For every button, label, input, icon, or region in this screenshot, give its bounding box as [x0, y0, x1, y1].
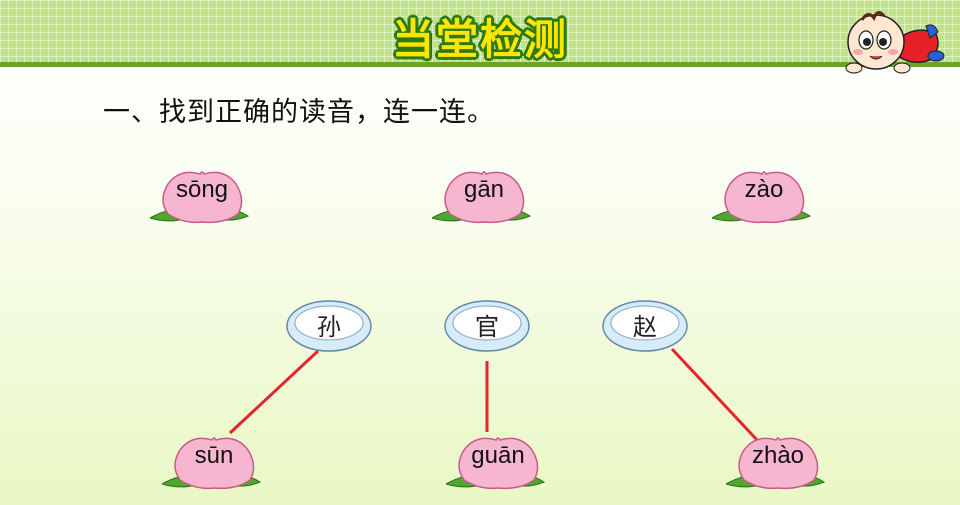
- bowl-icon: [286, 300, 372, 352]
- bowl-icon: [602, 300, 688, 352]
- peach-label: zào: [744, 176, 784, 203]
- bowl-character: 赵: [633, 313, 657, 341]
- bowl-character: 官: [475, 313, 499, 341]
- peach-icon: [726, 437, 826, 490]
- peach-icon: [446, 437, 546, 490]
- page-title: 当堂检测: [391, 15, 568, 64]
- peach-label: guān: [471, 442, 525, 469]
- peach-icon: [432, 171, 532, 224]
- answer-line-sun: [228, 349, 320, 435]
- bowl-character-guan[interactable]: 官: [442, 298, 532, 354]
- peach-label: gān: [463, 176, 505, 203]
- bowl-icon: [444, 300, 530, 352]
- peach-option-song[interactable]: sōng: [150, 166, 260, 230]
- peach-option-zhao[interactable]: zhào: [726, 432, 836, 496]
- bowl-character-sun[interactable]: 孙: [284, 298, 374, 354]
- peach-label: zhào: [751, 442, 805, 469]
- header-banner: [0, 0, 960, 62]
- peach-label: sūn: [194, 442, 234, 469]
- header-divider: [0, 62, 960, 67]
- cartoon-baby-mascot-icon: [838, 4, 948, 76]
- peach-option-gan[interactable]: gān: [432, 166, 542, 230]
- peach-option-guan[interactable]: guān: [446, 432, 556, 496]
- bowl-character-zhao[interactable]: 赵: [600, 298, 690, 354]
- peach-icon: [712, 171, 812, 224]
- question-instruction: 一、找到正确的读音，连一连。: [103, 97, 495, 128]
- bowl-character: 孙: [317, 313, 341, 341]
- peach-label: sōng: [175, 176, 229, 203]
- answer-line-zhao: [670, 347, 760, 443]
- peach-icon: [162, 437, 262, 490]
- peach-icon: [150, 171, 250, 224]
- peach-option-zao[interactable]: zào: [712, 166, 822, 230]
- peach-option-sun[interactable]: sūn: [162, 432, 272, 496]
